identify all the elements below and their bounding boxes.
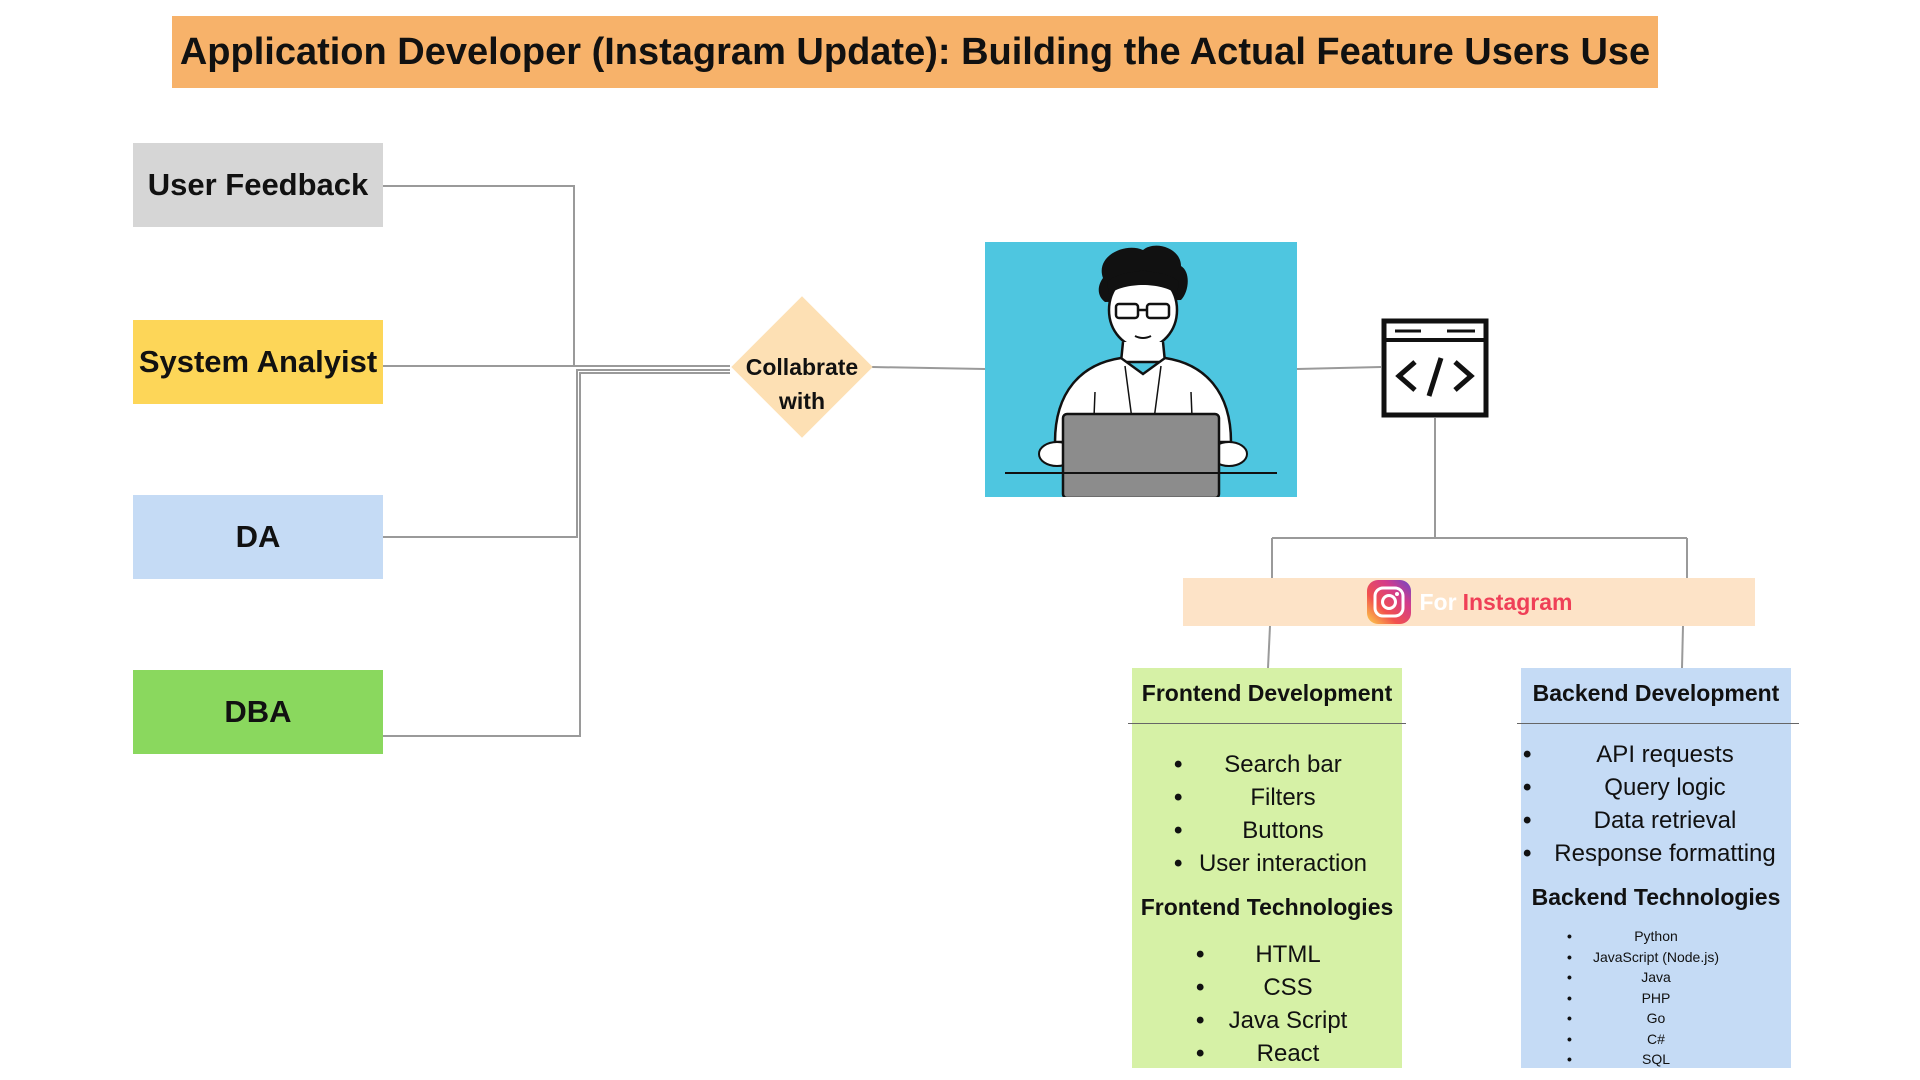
list-item: CSS: [1132, 971, 1402, 1004]
connector-dev-code: [1296, 366, 1382, 370]
developer-illustration: [985, 242, 1297, 497]
frontend-tech-list: HTML CSS Java Script React: [1132, 938, 1402, 1070]
role-da: DA: [133, 495, 383, 579]
backend-tech-title: Backend Technologies: [1531, 884, 1781, 910]
connector-to-backend: [1681, 625, 1684, 669]
code-window-icon: [1381, 318, 1489, 418]
role-system-analyst: System Analyist: [133, 320, 383, 404]
frontend-tech-title: Frontend Technologies: [1140, 894, 1394, 920]
role-dba: DBA: [133, 670, 383, 754]
connector-da: [383, 369, 730, 538]
frontend-divider: [1128, 723, 1406, 724]
frontend-task-list: Search bar Filters Buttons User interact…: [1132, 748, 1402, 880]
collaborate-label-line1: Collabrate: [745, 354, 859, 380]
list-item: Filters: [1132, 781, 1402, 814]
connector-user-feedback: [383, 185, 730, 367]
list-item: PHP: [1521, 988, 1791, 1009]
list-item: Response formatting: [1521, 837, 1791, 870]
backend-title: Backend Development: [1532, 680, 1780, 706]
connector-dba: [383, 372, 730, 737]
list-item: HTML: [1132, 938, 1402, 971]
collaborate-label-line2: with: [779, 388, 825, 414]
instagram-for-label: For: [1419, 588, 1457, 615]
backend-panel: Backend Development API requests Query l…: [1517, 668, 1799, 1070]
list-item: Java: [1521, 967, 1791, 988]
instagram-logo-icon: [1366, 580, 1411, 624]
list-item: User interaction: [1132, 847, 1402, 880]
list-item: Query logic: [1521, 771, 1791, 804]
list-item: Data retrieval: [1521, 804, 1791, 837]
connector-diamond-dev: [871, 366, 986, 370]
list-item: Python: [1521, 926, 1791, 947]
frontend-title: Frontend Development: [1141, 680, 1393, 706]
list-item: JavaScript (Node.js): [1521, 947, 1791, 968]
list-item: Go: [1521, 1008, 1791, 1029]
role-user-feedback: User Feedback: [133, 143, 383, 227]
list-item: C#: [1521, 1029, 1791, 1050]
list-item: API requests: [1521, 738, 1791, 771]
developer-at-laptop-icon: [1005, 245, 1277, 497]
instagram-brand-label: Instagram: [1462, 588, 1573, 615]
page-title: Application Developer (Instagram Update)…: [172, 16, 1658, 88]
backend-tech-list: Python JavaScript (Node.js) Java PHP Go …: [1521, 926, 1791, 1070]
frontend-panel: Frontend Development Search bar Filters …: [1128, 668, 1406, 1070]
list-item: Java Script: [1132, 1004, 1402, 1037]
list-item: Buttons: [1132, 814, 1402, 847]
connector-to-frontend: [1267, 625, 1271, 669]
collaborate-label: Collabrate with: [722, 350, 882, 418]
backend-task-list: API requests Query logic Data retrieval …: [1521, 738, 1791, 870]
backend-divider: [1517, 723, 1799, 724]
list-item: React: [1132, 1037, 1402, 1070]
list-item: Search bar: [1132, 748, 1402, 781]
list-item: SQL: [1521, 1049, 1791, 1070]
